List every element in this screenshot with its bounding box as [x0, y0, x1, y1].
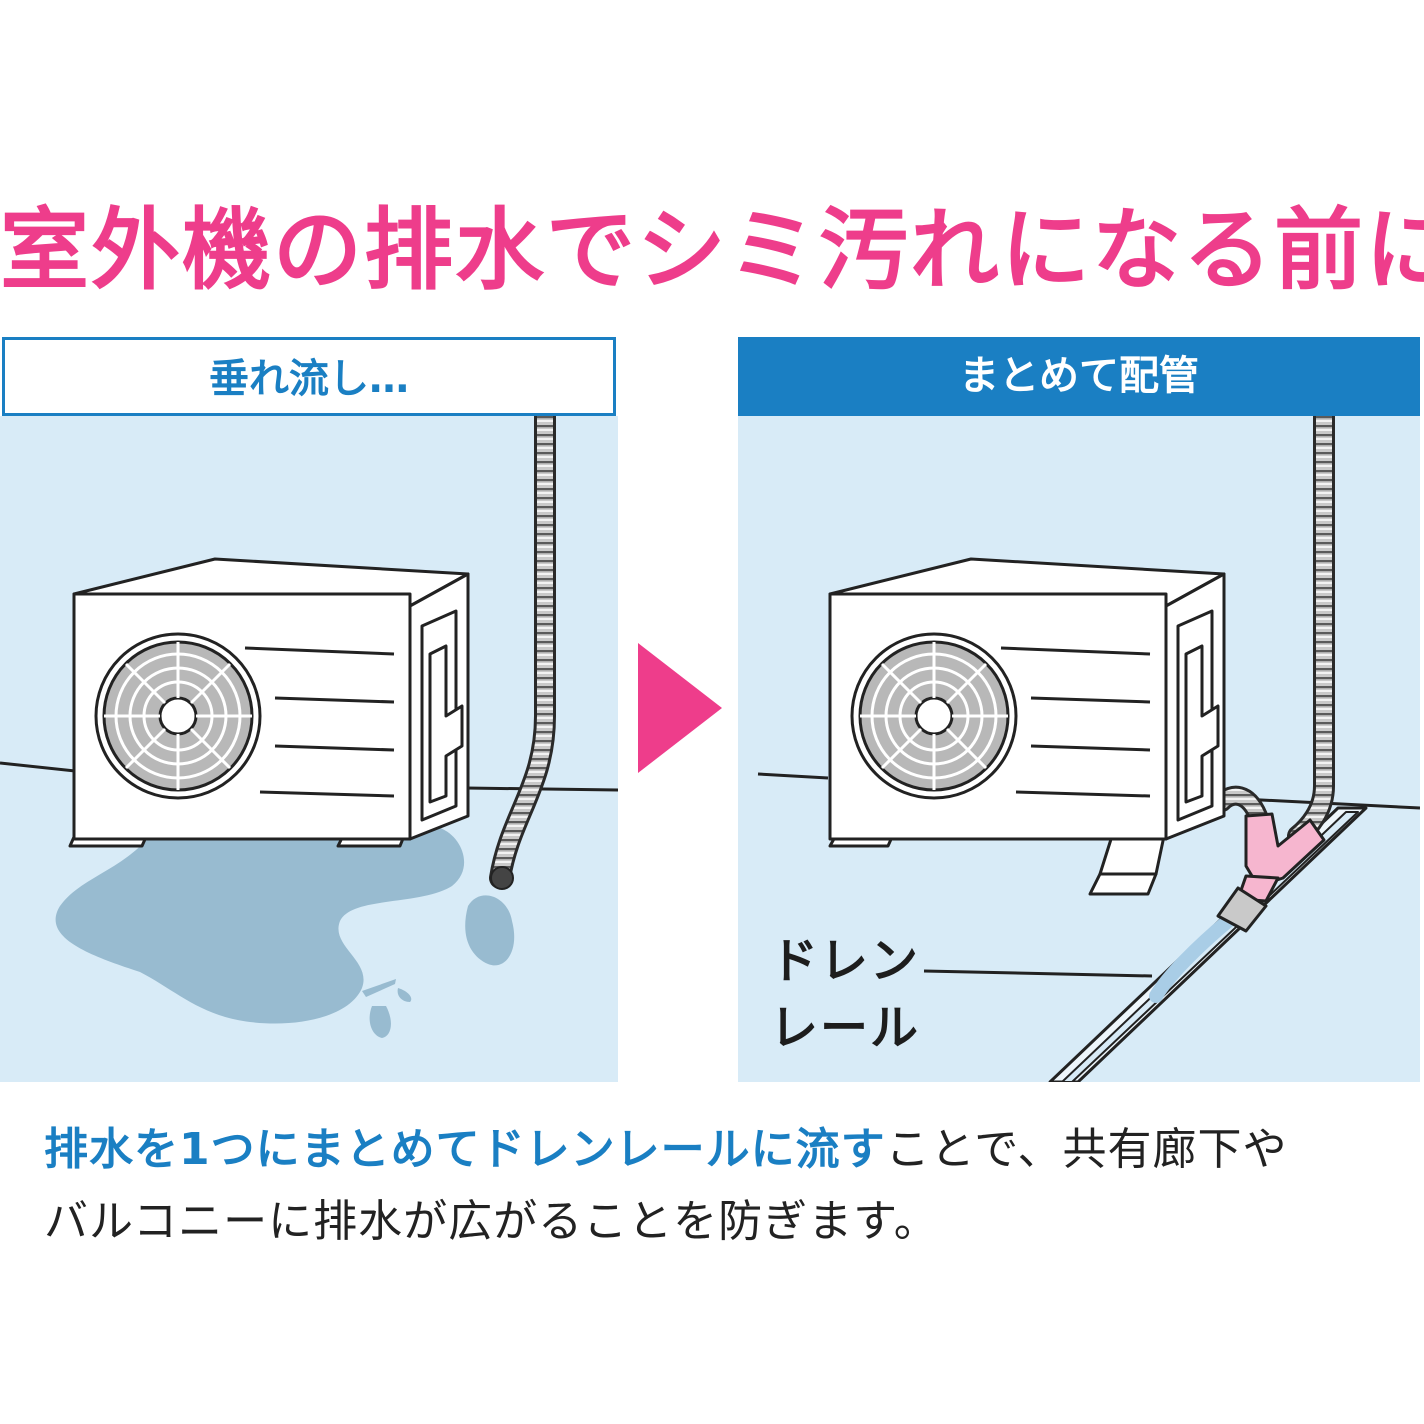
- right-panel-label: まとめて配管: [738, 337, 1420, 416]
- callout-line: [923, 969, 1153, 978]
- right-scene-illustration: [738, 416, 1420, 1082]
- left-scene-illustration: [0, 416, 618, 1082]
- description-line2: バルコニーに排水が広がることを防ぎます。: [44, 1196, 939, 1247]
- arrow-right-icon: [638, 643, 722, 773]
- headline: 室外機の排水でシミ汚れになる前に: [0, 198, 1424, 302]
- left-panel-label: 垂れ流し…: [2, 337, 616, 416]
- outdoor-unit-icon: [68, 557, 470, 848]
- description-highlight: 排水を1つにまとめてドレンレールに流す: [44, 1124, 886, 1175]
- y-connector-icon: [1216, 812, 1326, 933]
- drain-hose-icon: [489, 416, 556, 890]
- drain-rail-label-line1: ドレン: [770, 933, 921, 989]
- description-line1: 排水を1つにまとめてドレンレールに流すことで、共有廊下や: [44, 1113, 1288, 1177]
- drain-rail-label-line2: レール: [770, 1000, 921, 1056]
- description-line1-rest: ことで、共有廊下や: [885, 1124, 1288, 1175]
- water-puddle: [55, 822, 515, 1038]
- outdoor-unit-icon: [828, 557, 1226, 896]
